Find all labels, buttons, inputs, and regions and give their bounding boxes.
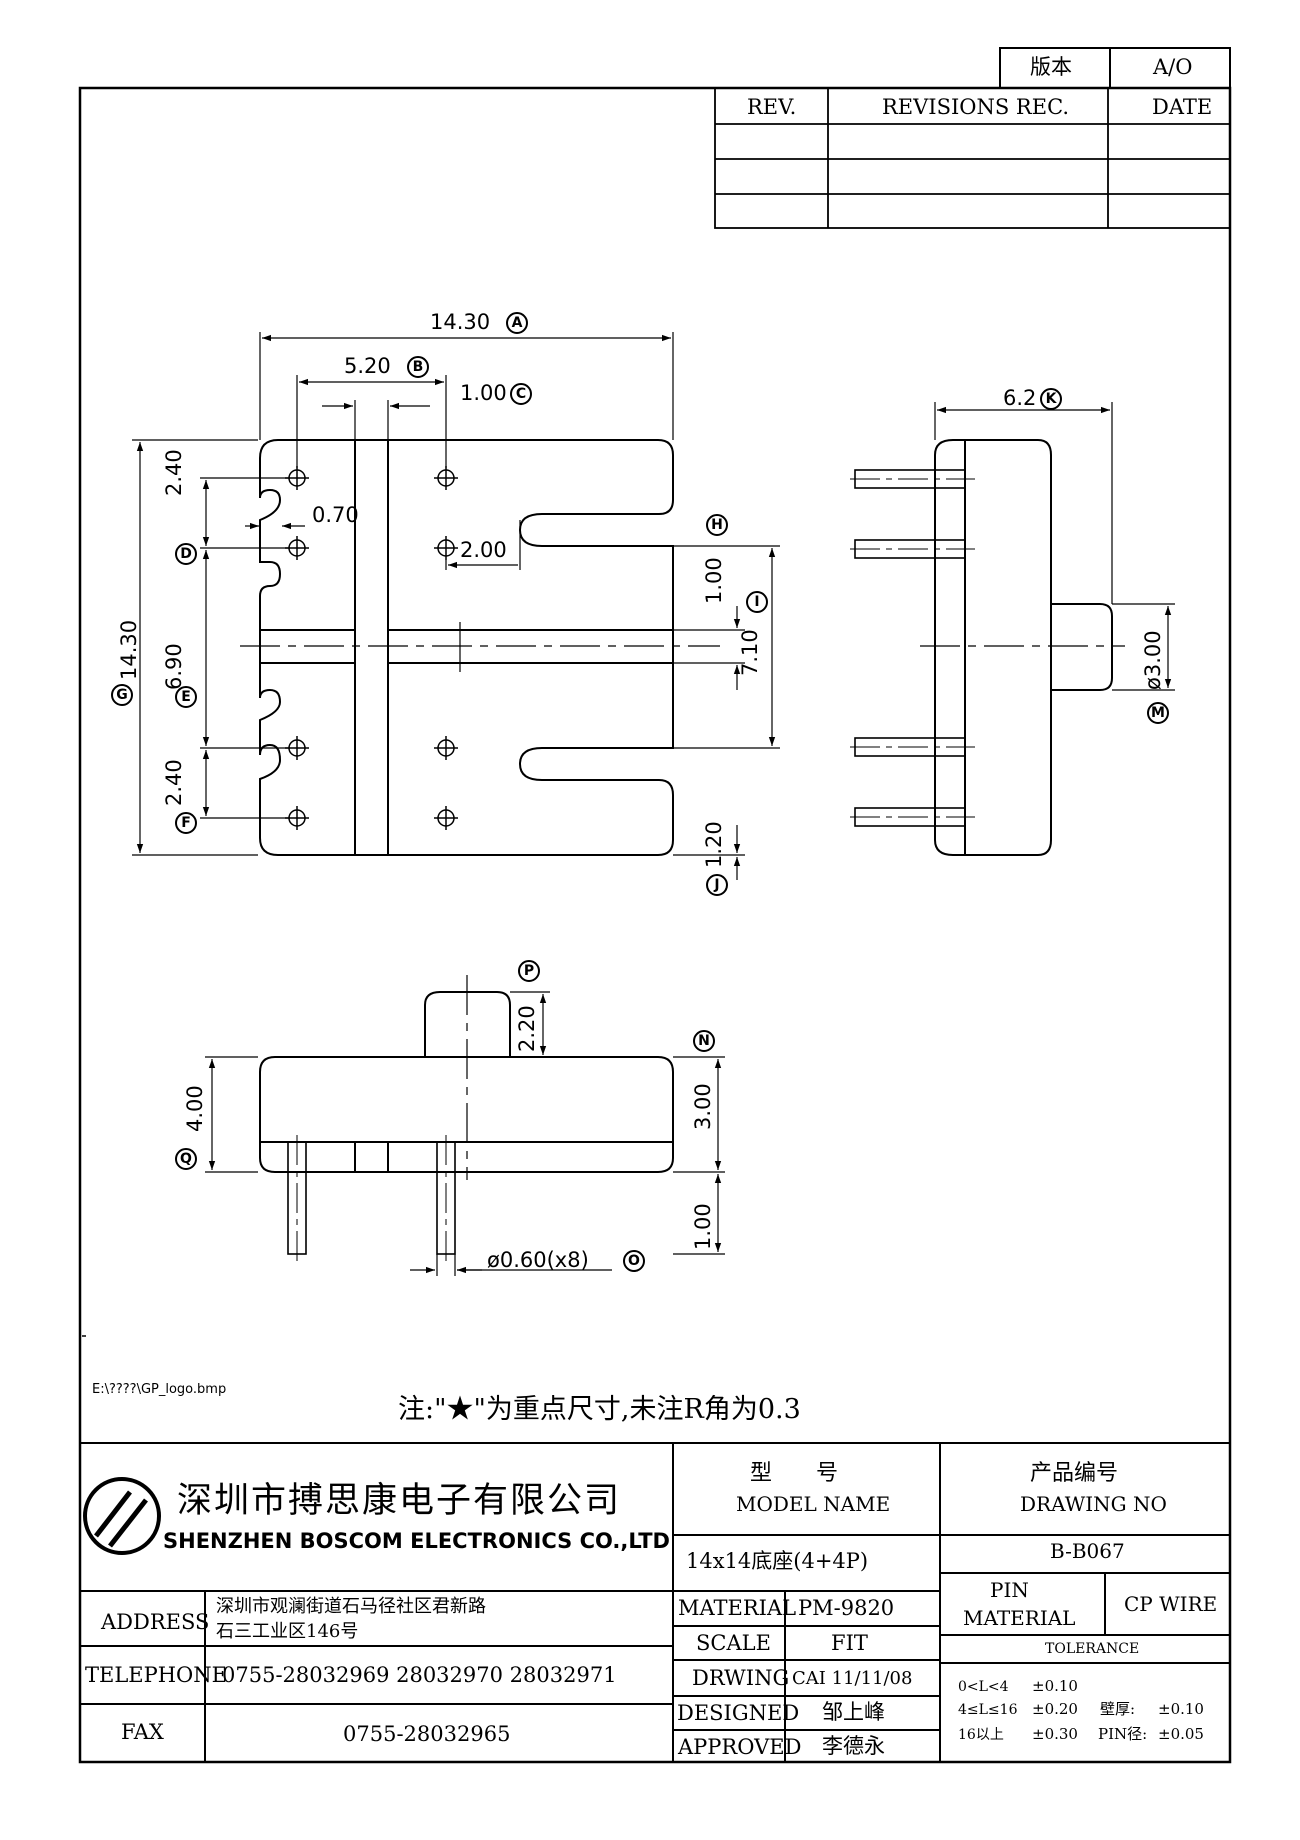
address-line-2: 石三工业区146号 xyxy=(216,1621,359,1642)
pin-diameter-label: PIN径: xyxy=(1098,1725,1148,1743)
address-label: ADDRESS xyxy=(101,1610,210,1634)
material-label: MATERIAL xyxy=(678,1596,797,1620)
dim-slot-width-value: 0.70 xyxy=(312,503,359,527)
material-value: PM-9820 xyxy=(798,1596,895,1620)
ref-letter-g: G xyxy=(111,684,133,706)
tolerance-label: TOLERANCE xyxy=(1045,1641,1140,1657)
dim-h-value: 1.00 xyxy=(702,557,726,604)
front-view xyxy=(259,975,674,1262)
designed-value: 邹上峰 xyxy=(822,1700,885,1724)
logo-file-path: E:\????\GP_logo.bmp xyxy=(92,1382,227,1397)
ref-letter-a: A xyxy=(506,312,528,334)
drawing-no-value: B-B067 xyxy=(1050,1539,1125,1563)
revision-table-lines xyxy=(714,87,1231,229)
telephone-value: 0755-28032969 28032970 28032971 xyxy=(222,1663,617,1687)
tolerance-range-2: 4≤L≤16 xyxy=(958,1702,1018,1718)
top-view xyxy=(240,439,720,856)
approved-value: 李德永 xyxy=(822,1734,885,1758)
fax-value: 0755-28032965 xyxy=(343,1722,511,1746)
model-label-en: MODEL NAME xyxy=(736,1492,891,1516)
dim-o-value: ø0.60(x8) xyxy=(487,1248,589,1272)
dim-n-value: 3.00 xyxy=(691,1083,715,1130)
dim-k-value: 6.2 xyxy=(1003,386,1037,410)
dim-f-value: 2.40 xyxy=(162,759,186,806)
model-label-cn: 型 号 xyxy=(750,1461,839,1486)
side-view xyxy=(850,439,1125,856)
top-view-dimensions xyxy=(132,332,780,880)
ref-letter-h: H xyxy=(706,514,728,536)
company-name-cn: 深圳市搏思康电子有限公司 xyxy=(177,1481,622,1521)
title-block-lines xyxy=(80,1442,1230,1762)
ref-letter-q: Q xyxy=(175,1148,197,1170)
ref-letter-o: O xyxy=(623,1250,645,1272)
dim-i-value: 7.10 xyxy=(738,629,762,676)
dim-m-value: ø3.00 xyxy=(1141,630,1165,690)
front-view-boss xyxy=(424,991,511,1057)
drawing-by-value: CAI 11/11/08 xyxy=(792,1668,913,1689)
drawing-note: 注:"★"为重点尺寸,未注R角为0.3 xyxy=(398,1394,801,1425)
drawing-no-label-cn: 产品编号 xyxy=(1030,1461,1119,1486)
pin-material-label-1: PIN xyxy=(990,1578,1029,1602)
dim-q-value: 4.00 xyxy=(183,1085,207,1132)
tolerance-range-3: 16以上 xyxy=(958,1727,1004,1743)
drawing-no-label-en: DRAWING NO xyxy=(1020,1492,1167,1516)
sheet-border xyxy=(78,86,1232,1764)
front-view-body xyxy=(259,1056,674,1173)
pin-diameter-value: ±0.05 xyxy=(1158,1725,1204,1743)
dim-a-value: 14.30 xyxy=(430,310,491,334)
company-logo xyxy=(83,1477,161,1555)
front-view-dimensions xyxy=(205,991,725,1276)
pin-material-label-2: MATERIAL xyxy=(963,1606,1076,1630)
ref-letter-m: M xyxy=(1147,702,1169,724)
drawing-by-label: DRWING xyxy=(692,1666,790,1690)
company-name-en: SHENZHEN BOSCOM ELECTRONICS CO.,LTD xyxy=(163,1529,670,1553)
top-view-outline xyxy=(259,439,674,856)
ref-letter-d: D xyxy=(175,543,197,565)
revisions-rec-header: REVISIONS REC. xyxy=(882,95,1070,119)
designed-label: DESIGNED xyxy=(677,1701,800,1725)
ref-letter-k: K xyxy=(1040,388,1062,410)
tolerance-value-2: ±0.20 xyxy=(1032,1700,1078,1718)
ref-letter-j: J xyxy=(706,874,728,896)
rev-header: REV. xyxy=(747,95,797,119)
side-view-boss xyxy=(1051,603,1113,691)
version-value: A/O xyxy=(1153,55,1193,79)
tolerance-value-1: ±0.10 xyxy=(1032,1677,1078,1695)
dim-pin-length-value: 1.00 xyxy=(691,1203,715,1250)
ref-letter-p: P xyxy=(518,960,540,982)
dim-j-value: 1.20 xyxy=(702,821,726,868)
approved-label: APPROVED xyxy=(678,1735,802,1759)
dim-e-value: 6.90 xyxy=(162,643,186,690)
pin-material-value: CP WIRE xyxy=(1124,1592,1218,1616)
wall-thickness-label: 壁厚: xyxy=(1100,1700,1136,1718)
dim-b-value: 5.20 xyxy=(344,354,391,378)
scale-value: FIT xyxy=(831,1631,868,1655)
ref-letter-f: F xyxy=(175,812,197,834)
scale-label: SCALE xyxy=(696,1631,771,1655)
date-header: DATE xyxy=(1152,95,1213,119)
dim-d-value: 2.40 xyxy=(162,449,186,496)
tolerance-range-1: 0<L<4 xyxy=(958,1679,1009,1695)
version-label: 版本 xyxy=(1030,55,1072,79)
wall-thickness-value: ±0.10 xyxy=(1158,1700,1204,1718)
model-value: 14x14底座(4+4P) xyxy=(686,1549,869,1573)
fax-label: FAX xyxy=(121,1720,164,1744)
side-view-body xyxy=(934,439,1052,856)
ref-letter-n: N xyxy=(693,1030,715,1052)
ref-letter-e: E xyxy=(175,686,197,708)
telephone-label: TELEPHONE xyxy=(85,1663,227,1687)
ref-letter-c: C xyxy=(510,383,532,405)
ref-letter-b: B xyxy=(407,356,429,378)
dim-p-value: 2.20 xyxy=(515,1005,539,1052)
dim-g-value: 14.30 xyxy=(117,619,141,680)
side-view-dimensions xyxy=(934,402,1175,691)
tolerance-value-3: ±0.30 xyxy=(1032,1725,1078,1743)
dim-c-value: 1.00 xyxy=(460,381,507,405)
address-line-1: 深圳市观澜街道石马径社区君新路 xyxy=(216,1596,486,1617)
dim-slot-depth-value: 2.00 xyxy=(460,538,507,562)
ref-letter-i: I xyxy=(746,591,768,613)
